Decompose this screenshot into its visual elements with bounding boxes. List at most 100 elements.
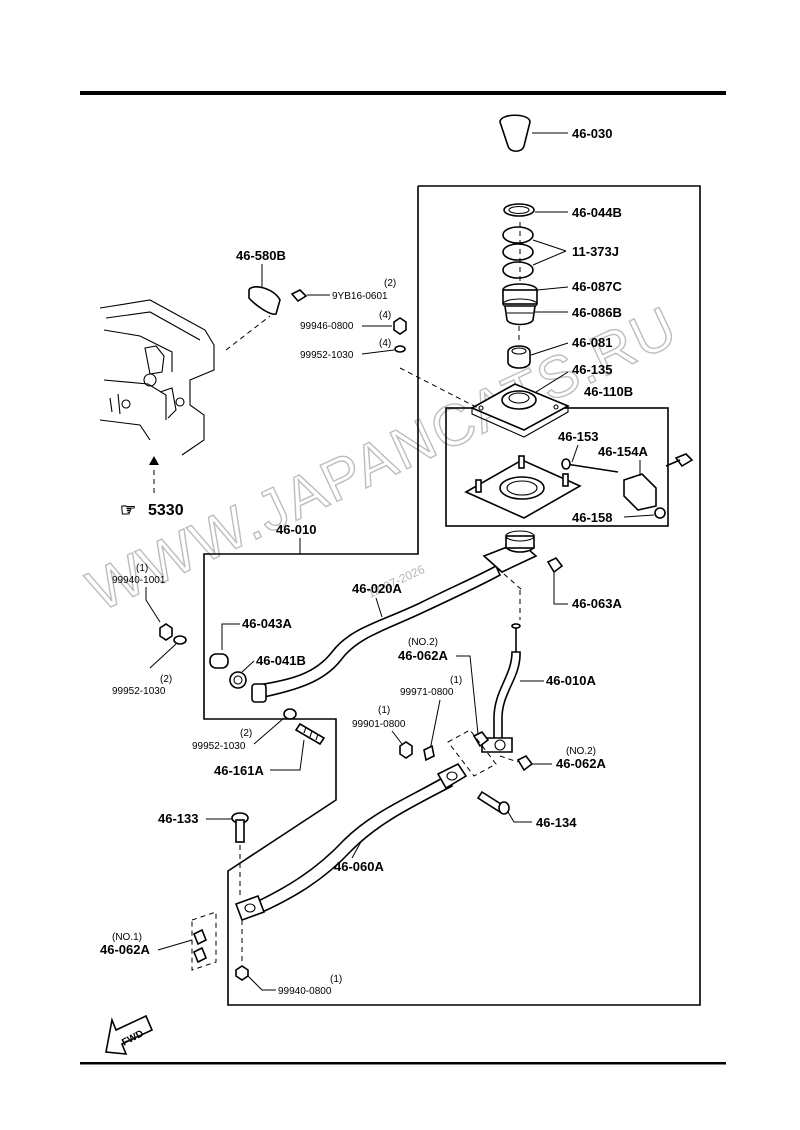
stud-46-161a-part bbox=[294, 722, 326, 746]
reference-arrow-head bbox=[149, 456, 159, 465]
part-label-46-161a: 46-161A bbox=[214, 763, 264, 778]
part-label-46-133: 46-133 bbox=[158, 811, 198, 826]
clip-46-062a-top-part bbox=[472, 730, 490, 748]
clip-dash-frame-no1 bbox=[191, 911, 217, 971]
leader-99901 bbox=[391, 730, 403, 745]
part-label-46-060a: 46-060A bbox=[334, 859, 384, 874]
nut-99940-a-part bbox=[159, 623, 173, 641]
shift-knob-part bbox=[499, 114, 568, 153]
bushing-46-043a-part bbox=[209, 653, 229, 669]
clip-dash-frame-top bbox=[447, 729, 497, 777]
washer-99952-b-part bbox=[173, 635, 187, 645]
leader-99971 bbox=[429, 699, 441, 751]
nut-99946-part bbox=[393, 317, 407, 335]
note-no2-top: (NO.2) bbox=[408, 637, 438, 648]
washer-99971-part bbox=[423, 744, 435, 762]
nut-46-158-part bbox=[623, 507, 666, 519]
nut-99940-b-part bbox=[235, 965, 249, 981]
alignment-dash-3 bbox=[399, 367, 479, 409]
note-no1: (NO.1) bbox=[112, 932, 142, 943]
pivot-pin-part bbox=[561, 458, 619, 473]
number-99901: 99901-0800 bbox=[352, 719, 406, 730]
bolt-9yb16-part bbox=[290, 289, 308, 303]
washer-99952-c-part bbox=[283, 708, 297, 720]
clip-46-062a-no1-part bbox=[192, 928, 208, 964]
part-label-46-135: 46-135 bbox=[572, 362, 612, 377]
part-label-46-086b: 46-086B bbox=[572, 305, 622, 320]
part-label-46-062a-no2-right: 46-062A bbox=[556, 756, 606, 771]
qty-99940-b: (1) bbox=[330, 974, 342, 985]
part-label-46-153: 46-153 bbox=[558, 429, 598, 444]
part-label-46-030: 46-030 bbox=[572, 126, 612, 141]
number-99940-a: 99940-1001 bbox=[112, 575, 166, 586]
number-99946: 99946-0800 bbox=[300, 321, 354, 332]
part-label-46-010: 46-010 bbox=[276, 522, 316, 537]
part-label-46-580b: 46-580B bbox=[236, 248, 286, 263]
leader-99940-a bbox=[145, 587, 161, 623]
leader-46-043a bbox=[221, 623, 240, 650]
reference-number: 5330 bbox=[148, 502, 184, 519]
bushing-46-041b-part bbox=[229, 671, 247, 689]
boot-46-081-part bbox=[507, 342, 569, 369]
vehicle-body-sketch bbox=[99, 299, 215, 456]
leader-99952-c bbox=[253, 717, 285, 745]
part-label-46-158: 46-158 bbox=[572, 510, 612, 525]
part-label-46-087c: 46-087C bbox=[572, 279, 622, 294]
number-99952-b: 99952-1030 bbox=[112, 686, 166, 697]
leader-46-062a-no2-top bbox=[456, 655, 479, 735]
part-label-46-063a: 46-063A bbox=[572, 596, 622, 611]
qty-99940-a: (1) bbox=[136, 563, 148, 574]
part-label-46-044b: 46-044B bbox=[572, 205, 622, 220]
number-99952-c: 99952-1030 bbox=[192, 741, 246, 752]
selector-rod-46-010a bbox=[481, 623, 521, 753]
reference-arrow-icon: ☞ bbox=[120, 500, 136, 520]
group-outline-46-010 bbox=[203, 185, 701, 1006]
lever-dash-1 bbox=[503, 573, 523, 591]
part-label-46-020a: 46-020A bbox=[352, 581, 402, 596]
pin-46-134-part bbox=[476, 790, 532, 823]
qty-99952-c: (2) bbox=[240, 728, 252, 739]
leader-46-020a bbox=[375, 597, 383, 618]
part-label-46-043a: 46-043A bbox=[242, 616, 292, 631]
qty-99952-b: (2) bbox=[160, 674, 172, 685]
plate-46-135-part bbox=[470, 371, 570, 438]
leader-99952-b bbox=[149, 643, 177, 669]
retainer-plate-part bbox=[464, 455, 582, 519]
shift-lever-rod-46-020a bbox=[251, 530, 538, 703]
qty-99971: (1) bbox=[450, 675, 462, 686]
part-label-46-062a-no2-top: 46-062A bbox=[398, 648, 448, 663]
part-label-46-154a: 46-154A bbox=[598, 444, 648, 459]
forward-direction-arrow: FWD bbox=[105, 1014, 154, 1055]
bracket-46-580b-part bbox=[248, 286, 281, 315]
leader-99940-b bbox=[247, 975, 276, 991]
part-label-46-110b: 46-110B bbox=[584, 384, 633, 399]
leader-46-153 bbox=[571, 444, 579, 463]
rod-46-060a bbox=[234, 762, 468, 922]
clip-dash-right bbox=[499, 755, 519, 763]
leader-46-161a bbox=[270, 739, 305, 771]
bushing-46-086b-part bbox=[504, 305, 568, 326]
number-99940-b: 99940-0800 bbox=[278, 986, 332, 997]
snap-ring-part bbox=[503, 203, 568, 217]
number-9yb16: 9YB16-0601 bbox=[332, 291, 388, 302]
pin-46-133-part bbox=[231, 812, 249, 843]
bolt-part bbox=[665, 453, 694, 468]
qty-99952-a: (4) bbox=[379, 338, 391, 349]
leader-46-062a-no1 bbox=[157, 939, 193, 951]
top-rule bbox=[80, 91, 726, 95]
part-label-46-134: 46-134 bbox=[536, 815, 577, 830]
part-label-11-373j: 11-373J bbox=[572, 244, 619, 259]
qty-99946: (4) bbox=[379, 310, 391, 321]
number-99952-a: 99952-1030 bbox=[300, 350, 354, 361]
leader-46-041b bbox=[241, 660, 255, 673]
qty-9yb16: (2) bbox=[384, 278, 396, 289]
leader-46-060a bbox=[351, 839, 363, 859]
clip-46-062a-right-part bbox=[516, 754, 534, 772]
nut-99901-part bbox=[399, 741, 413, 759]
note-no2-right: (NO.2) bbox=[566, 746, 596, 757]
mount-dash-line bbox=[225, 315, 271, 351]
bottom-rule bbox=[80, 1062, 726, 1065]
leader-99952-a bbox=[361, 349, 395, 355]
number-99971: 99971-0800 bbox=[400, 687, 454, 698]
part-label-46-010a: 46-010A bbox=[546, 673, 596, 688]
